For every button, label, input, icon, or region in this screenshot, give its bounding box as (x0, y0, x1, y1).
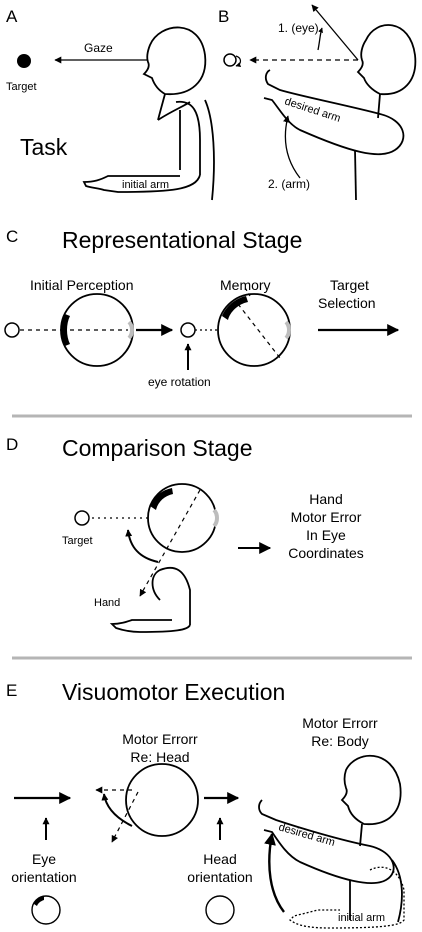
panel-c: C Representational Stage Initial Percept… (4, 227, 400, 389)
eye-step-label: 1. (eye) (278, 21, 319, 35)
memory-label: Memory (220, 277, 271, 293)
target-selection-line1: Target (330, 277, 369, 293)
desired-arm-label-e: desired arm (277, 821, 336, 849)
arm-move-arrow-b (283, 115, 301, 179)
initial-arm-label: initial arm (122, 179, 169, 191)
eye-orientation-line1: Eye (32, 851, 56, 867)
panel-b-letter: B (218, 7, 229, 26)
motor-error-head-line2: Re: Head (130, 749, 189, 765)
person-b (263, 24, 417, 201)
panel-a-letter: A (6, 7, 18, 26)
panel-d-letter: D (6, 435, 18, 454)
eye-comparison (139, 483, 219, 597)
person-a (82, 26, 215, 201)
motor-error-head-line1: Motor Errorr (122, 731, 198, 747)
panel-a: A Target Gaze initial arm Task (6, 7, 215, 201)
target-circle-d (74, 510, 90, 526)
result-line-1: Hand (309, 491, 342, 507)
eye-rotation-arrow-b (317, 27, 323, 51)
arm-move-arrow-e (264, 832, 285, 913)
eye-initial (60, 293, 134, 367)
target-circle-c2 (180, 322, 196, 338)
arm-step-label: 2. (arm) (268, 177, 310, 191)
eye-to-target-arrow-d (125, 529, 159, 563)
eye-orientation-line2: orientation (11, 869, 76, 885)
panel-e-title: Visuomotor Execution (62, 679, 285, 705)
target-dot (17, 54, 31, 68)
motor-error-body-line2: Re: Body (311, 733, 369, 749)
result-line-2: Motor Error (291, 509, 362, 525)
panel-d-title: Comparison Stage (62, 435, 253, 461)
panel-d: D Comparison Stage Target Hand Hand Moto… (6, 435, 364, 633)
head-orientation-line1: Head (203, 851, 236, 867)
desired-arm-label-b: desired arm (283, 95, 342, 124)
target-circle-c1 (4, 322, 20, 338)
panel-e: E Visuomotor Execution Motor Errorr Re: … (6, 679, 405, 929)
initial-arm-label-e: initial arm (338, 912, 385, 924)
motor-error-body-line1: Motor Errorr (302, 715, 378, 731)
panel-c-title: Representational Stage (62, 227, 302, 253)
panel-c-letter: C (6, 227, 18, 246)
head-circle-e (95, 763, 199, 843)
initial-perception-label: Initial Perception (30, 277, 134, 293)
gaze-label: Gaze (84, 41, 113, 55)
target-label-d: Target (62, 535, 93, 547)
person-d-arm (109, 566, 191, 633)
eye-rotation-label: eye rotation (148, 375, 211, 389)
eye-direction-arrow (311, 4, 359, 61)
eye-memory (217, 293, 291, 367)
head-orientation-line2: orientation (187, 869, 252, 885)
result-line-3: In Eye (306, 527, 346, 543)
memory-pointer (243, 285, 251, 297)
person-e (258, 755, 403, 923)
panel-e-letter: E (6, 681, 17, 700)
target-selection-line2: Selection (318, 295, 376, 311)
result-line-4: Coordinates (288, 545, 364, 561)
target-circle-b (223, 53, 237, 67)
panel-b: B 1. (eye) desired arm 2. (arm) (218, 4, 417, 201)
small-head-e (205, 895, 235, 925)
hand-label: Hand (94, 597, 120, 609)
small-eye-e (31, 895, 61, 925)
task-label: Task (20, 134, 68, 160)
target-label: Target (6, 81, 37, 93)
small-turn-arrow (235, 55, 242, 67)
